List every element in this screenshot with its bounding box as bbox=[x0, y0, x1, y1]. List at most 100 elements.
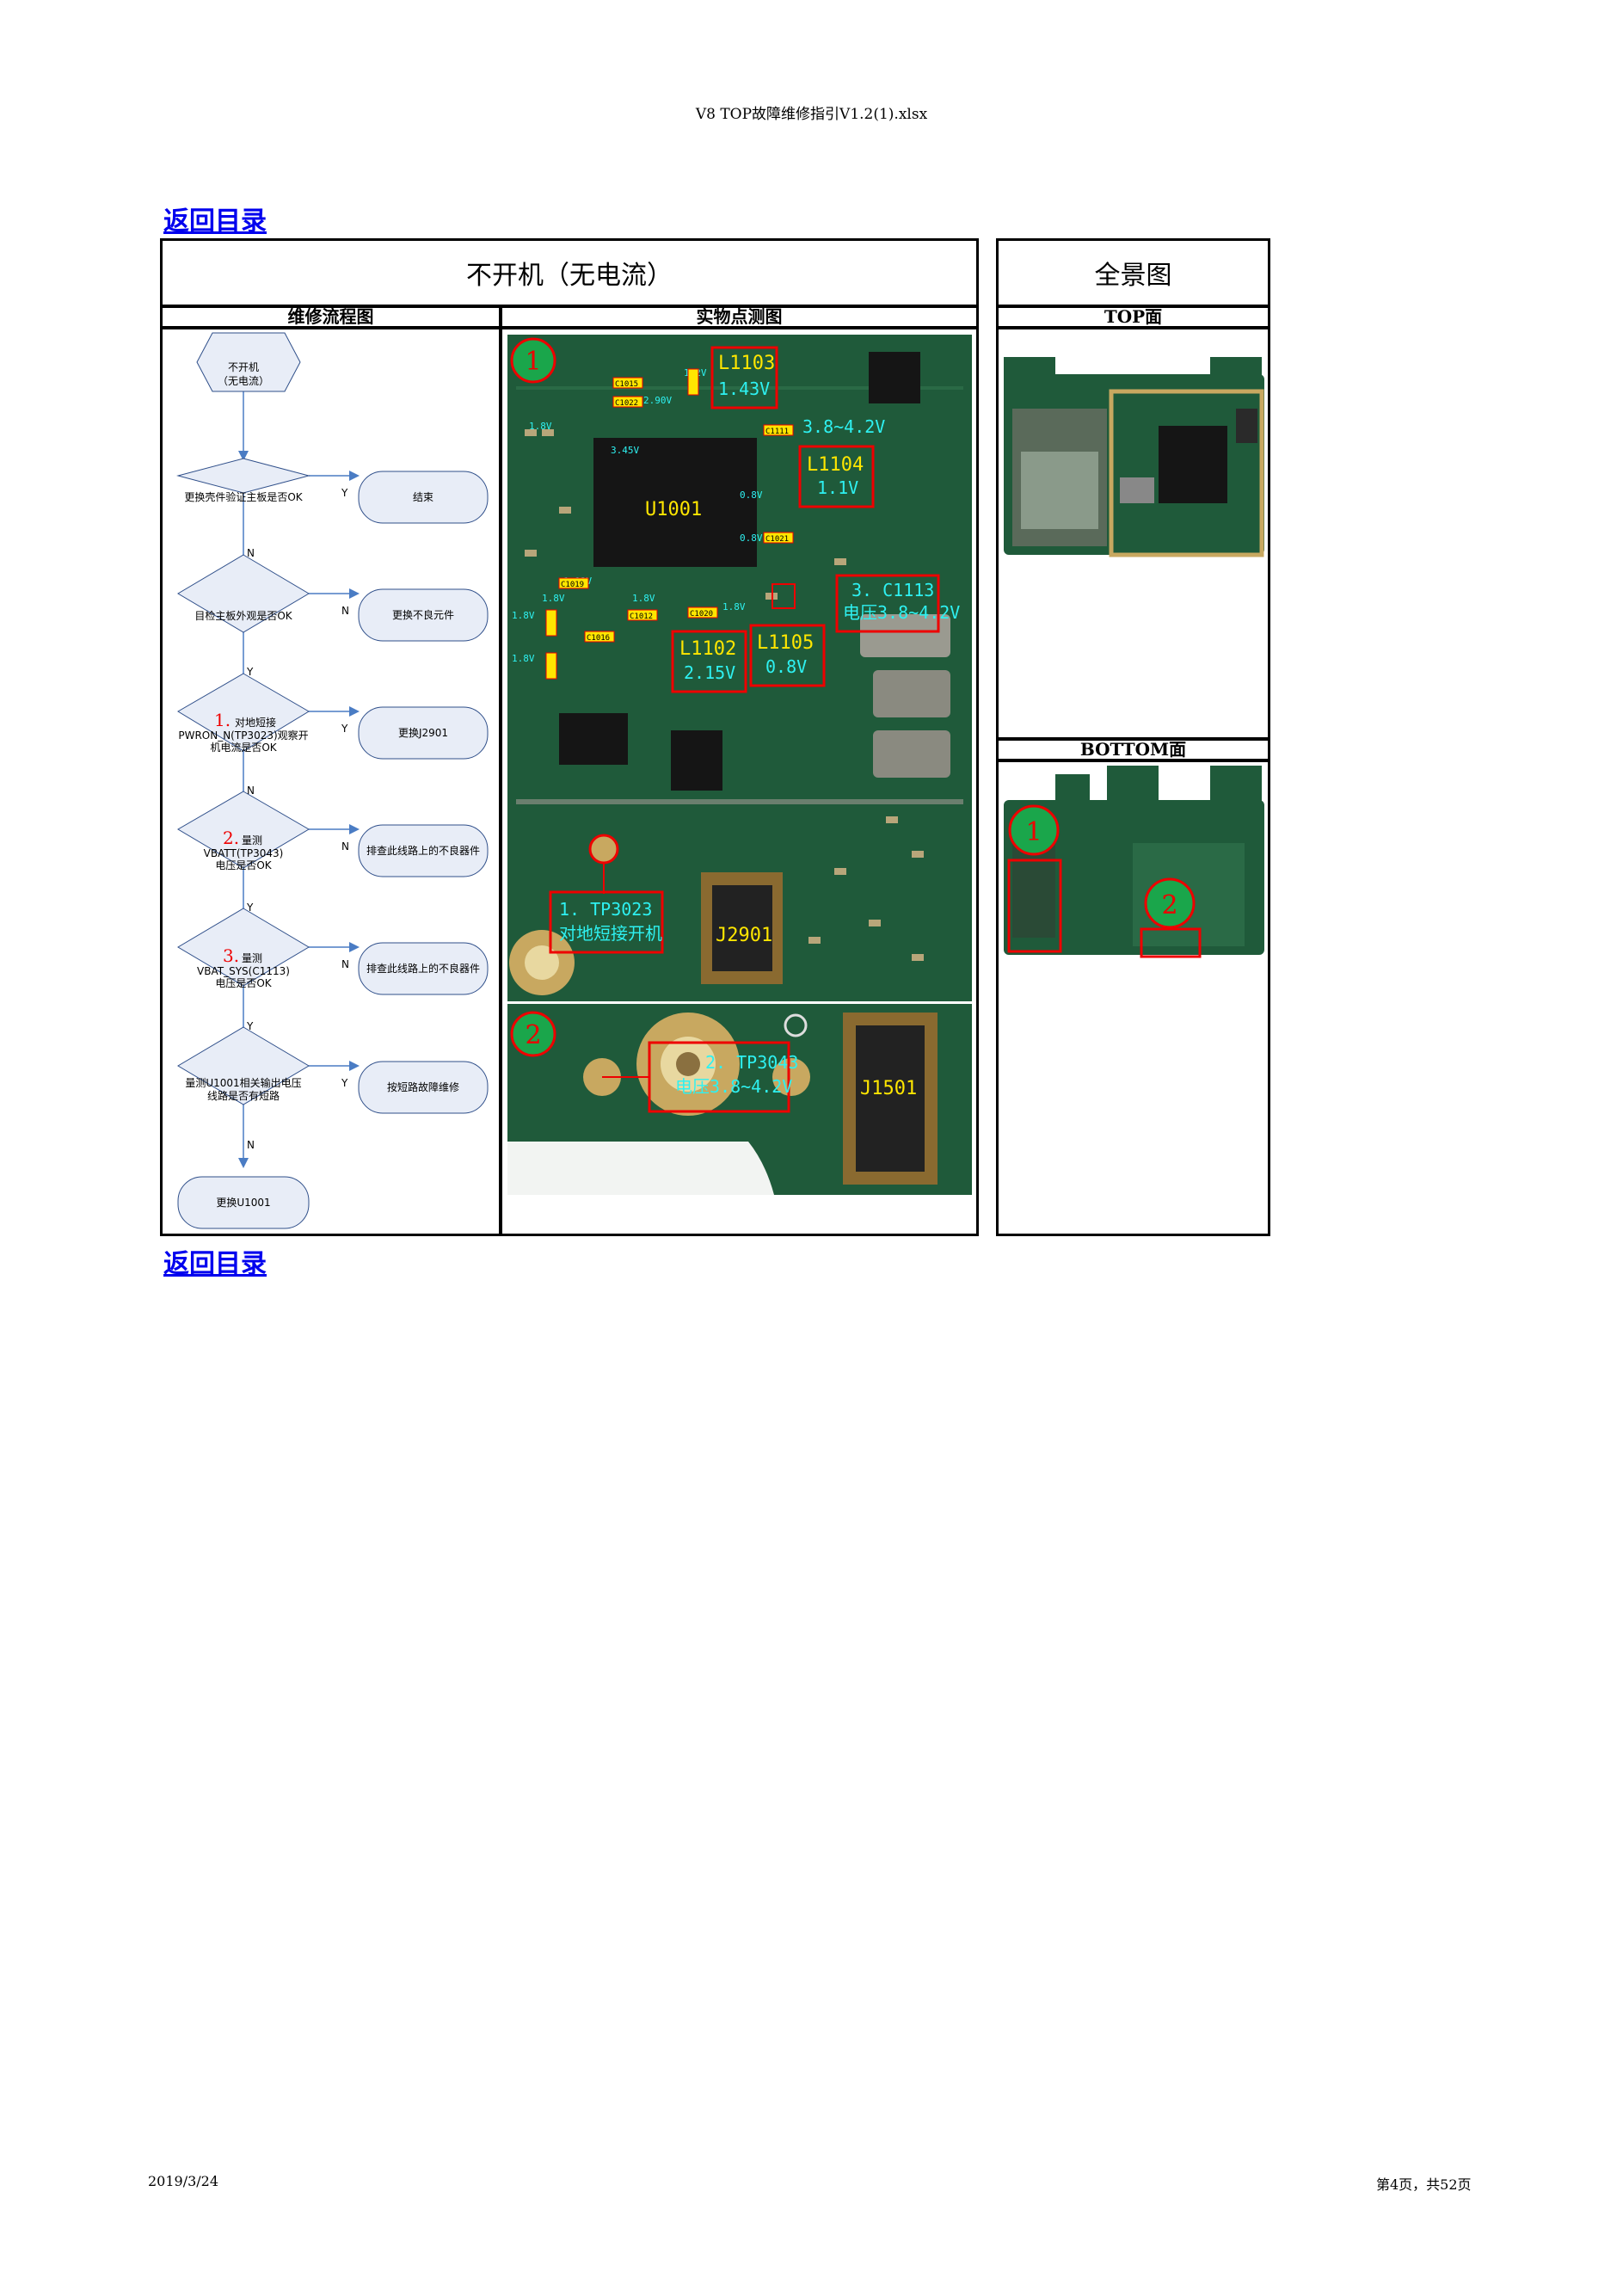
top-face-panel bbox=[996, 327, 1270, 740]
step4-number: 2. bbox=[223, 828, 239, 848]
page-number: 第4页，共52页 bbox=[1376, 2176, 1472, 2193]
label-n2: N bbox=[341, 605, 349, 617]
step3-line2: PWRON_N(TP3023)观察开 bbox=[178, 729, 308, 742]
end-text: 结束 bbox=[413, 491, 433, 503]
label-n4: N bbox=[341, 840, 349, 853]
j1501-label: J1501 bbox=[860, 1078, 917, 1099]
step4-line3: 电压是否OK bbox=[215, 859, 272, 871]
v-label-3: 3.45V bbox=[611, 445, 639, 456]
step5-line2: VBAT_SYS(C1113) bbox=[197, 965, 290, 977]
photo2-badge-num: 2 bbox=[525, 1020, 541, 1050]
bottom-badge-1 bbox=[1008, 804, 1060, 856]
label-y3: Y bbox=[341, 723, 348, 735]
cap-c1015: C1015 bbox=[615, 380, 638, 389]
step3-number: 1. bbox=[214, 710, 231, 730]
document-title: V8 TOP故障维修指引V1.2(1).xlsx bbox=[695, 106, 928, 123]
pcb-photo-1: U1001 J2901 1 L1103 1.43V L1 bbox=[507, 335, 972, 1001]
replace-j2901-text: 更换J2901 bbox=[398, 727, 448, 739]
back-to-index-link-top[interactable]: 返回目录 bbox=[163, 206, 267, 237]
v-label-7: 1.8V bbox=[542, 593, 565, 604]
end-box bbox=[358, 471, 489, 524]
cap-c1021: C1021 bbox=[765, 535, 789, 544]
flow-title: 维修流程图 bbox=[160, 305, 501, 329]
photo2-badge bbox=[510, 1011, 556, 1057]
l1104-box bbox=[798, 445, 875, 508]
bottom-badge-2 bbox=[1144, 877, 1196, 929]
decision-3 bbox=[177, 673, 310, 752]
cap-c1019: C1019 bbox=[561, 581, 584, 589]
cap-c1012: C1012 bbox=[630, 612, 653, 621]
decision-1 bbox=[176, 458, 310, 494]
replace-part-text: 更换不良元件 bbox=[392, 608, 454, 621]
label-n5: N bbox=[341, 958, 349, 970]
c1113-name: 3. C1113 bbox=[851, 580, 934, 600]
bottom-face-title: BOTTOM面 bbox=[996, 738, 1270, 761]
replace-u1001-text: 更换U1001 bbox=[216, 1197, 270, 1209]
l1103-voltage: 1.43V bbox=[718, 379, 770, 399]
bottom-face-panel: 1 2 bbox=[996, 760, 1270, 1236]
label-n3: N bbox=[247, 785, 255, 797]
v-label-4: 0.8V bbox=[740, 489, 763, 501]
label-y5: Y bbox=[246, 1020, 254, 1032]
l1103-box bbox=[710, 346, 778, 409]
cap-c1022: C1022 bbox=[615, 399, 638, 408]
photo-panel: U1001 J2901 1 L1103 1.43V L1 bbox=[500, 327, 979, 1236]
photo-title: 实物点测图 bbox=[500, 305, 979, 329]
step6-line1: 量测U1001相关输出电压 bbox=[185, 1076, 301, 1089]
tp3023-point bbox=[588, 834, 619, 865]
tp3023-box bbox=[549, 890, 664, 954]
step5-line1: 量测 bbox=[242, 952, 262, 964]
l1105-box bbox=[749, 624, 826, 687]
tp3023-desc: 对地短接开机 bbox=[559, 923, 662, 944]
j2901-label: J2901 bbox=[716, 925, 772, 946]
panorama-title-cell: 全景图 bbox=[996, 238, 1270, 307]
step4-line1: 量测 bbox=[242, 834, 262, 846]
back-to-index-link-bottom[interactable]: 返回目录 bbox=[163, 1249, 267, 1279]
l1105-voltage: 0.8V bbox=[765, 656, 807, 677]
tp3043-name: 2. TP3043 bbox=[705, 1052, 798, 1073]
decision-2 bbox=[177, 554, 310, 633]
photo1-badge bbox=[510, 337, 556, 384]
step6-line2: 线路是否有短路 bbox=[207, 1089, 280, 1102]
v-label-11: 1.8V bbox=[722, 601, 746, 612]
label-n1: N bbox=[247, 547, 255, 559]
decision-5 bbox=[177, 908, 310, 987]
v-label-5: 0.8V bbox=[740, 532, 763, 544]
label-n6: N bbox=[247, 1139, 255, 1151]
v-label-8: 1.8V bbox=[512, 610, 535, 621]
short-repair-box bbox=[358, 1061, 489, 1114]
step5-line3: 电压是否OK bbox=[215, 977, 272, 989]
step5-number: 3. bbox=[223, 945, 239, 966]
cap-c1111: C1111 bbox=[765, 428, 789, 436]
label-y1: Y bbox=[341, 487, 348, 499]
v-label-6: 1.8V bbox=[529, 421, 552, 432]
label-y6: Y bbox=[341, 1077, 348, 1089]
start-line1: 不开机 bbox=[228, 361, 259, 373]
pcb-photo-2: J1501 2 2. TP3043 电压3.8~4.2V bbox=[507, 1004, 972, 1195]
step3-line1: 对地短接 bbox=[235, 716, 276, 729]
label-y2: Y bbox=[246, 666, 254, 678]
replace-u1001-box bbox=[177, 1176, 310, 1229]
c1113-voltage: 电压3.8~4.2V bbox=[843, 602, 960, 623]
v-label-2: 2.90V bbox=[643, 395, 672, 406]
start-line2: （无电流） bbox=[218, 375, 269, 387]
l1104-name: L1104 bbox=[807, 454, 864, 476]
step4-line2: VBATT(TP3043) bbox=[204, 847, 284, 859]
check-line-text-1: 排查此线路上的不良器件 bbox=[366, 844, 480, 857]
v-label-10: 1.8V bbox=[632, 593, 655, 604]
photo1-badge-num: 1 bbox=[525, 347, 541, 377]
short-repair-text: 按短路故障维修 bbox=[387, 1080, 459, 1093]
l1105-name: L1105 bbox=[757, 632, 814, 654]
flowchart: 不开机 （无电流） 更换壳件验证主板是否OK 目检主板外观是否OK 1. 对地短… bbox=[176, 332, 489, 1229]
label-y4: Y bbox=[246, 902, 254, 914]
check-line-box-1 bbox=[358, 824, 489, 877]
l1104-voltage: 1.1V bbox=[817, 477, 858, 498]
decision-1-text: 更换壳件验证主板是否OK bbox=[184, 490, 303, 503]
decision-4 bbox=[177, 791, 310, 869]
tp3023-name: 1. TP3023 bbox=[559, 899, 652, 920]
replace-j2901-box bbox=[358, 706, 489, 760]
decision-6 bbox=[177, 1026, 310, 1105]
l1103-name: L1103 bbox=[718, 353, 775, 374]
cap-c1020: C1020 bbox=[690, 610, 713, 619]
panorama-title: 全景图 bbox=[1094, 261, 1172, 291]
